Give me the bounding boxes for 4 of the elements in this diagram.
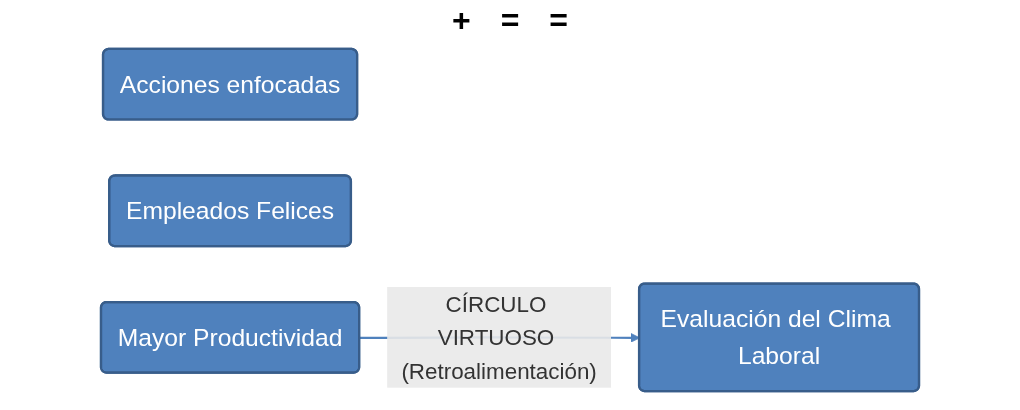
operator-sign: =: [500, 1, 520, 39]
operator-sign: =: [549, 1, 569, 39]
operator-sign: +: [451, 1, 471, 39]
edge-label: CÍRCULO VIRTUOSO (Retroalimentación): [401, 291, 597, 384]
